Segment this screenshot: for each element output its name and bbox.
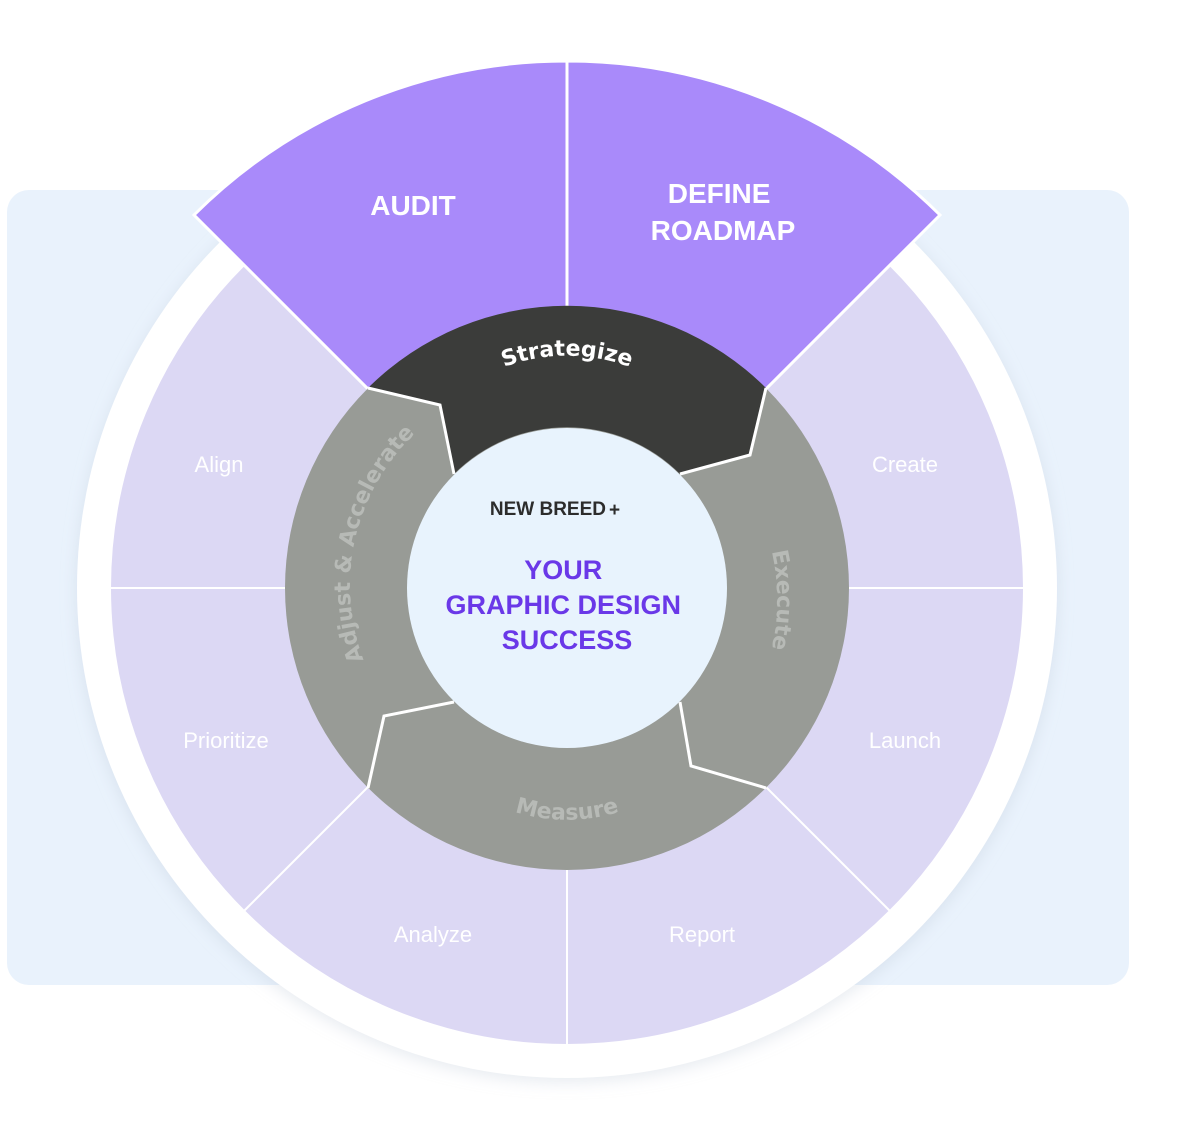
prioritize-label: Prioritize — [183, 728, 269, 753]
phase-divider-bottom-right — [678, 701, 767, 790]
phase-divider-bottom-left — [366, 700, 455, 789]
define-roadmap-label: DEFINE ROADMAP — [651, 178, 796, 246]
phase-divider-left — [367, 386, 456, 475]
center-title-line-3: SUCCESS — [502, 625, 633, 655]
plus-icon: + — [609, 500, 620, 521]
align-label: Align — [195, 452, 244, 477]
phase-strategize[interactable] — [368, 305, 766, 474]
define-roadmap-line-2: ROADMAP — [651, 215, 796, 246]
create-label: Create — [872, 452, 938, 477]
center-disc — [407, 428, 727, 748]
launch-label: Launch — [869, 728, 941, 753]
phase-divider-right — [679, 387, 768, 476]
center-title-line-2: GRAPHIC DESIGN — [445, 590, 681, 620]
define-roadmap-line-1: DEFINE — [668, 178, 771, 209]
brand-logo: NEW BREED + — [490, 499, 620, 521]
report-label: Report — [669, 922, 735, 947]
center-title: YOUR GRAPHIC DESIGN SUCCESS — [445, 555, 688, 655]
center-title-line-1: YOUR — [524, 555, 602, 585]
audit-label: AUDIT — [370, 190, 456, 221]
analyze-label: Analyze — [394, 922, 472, 947]
brand-name: NEW BREED — [490, 499, 606, 520]
